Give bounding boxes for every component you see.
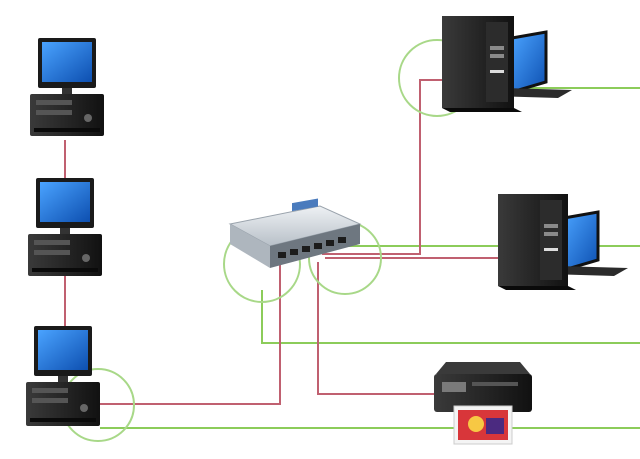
- printer-icon: [434, 362, 532, 445]
- desktop-computer-1: [30, 38, 104, 136]
- cable-desktop-3-switch: [98, 258, 281, 405]
- cable-switch-printer: [317, 262, 440, 395]
- power-line-switch: [261, 290, 640, 344]
- network-switch-icon: [228, 198, 362, 268]
- tower-workstation-1: [442, 16, 572, 112]
- switch-ports: [278, 237, 346, 258]
- tower-computer-icon: [498, 194, 628, 290]
- desktop-computer-2: [28, 178, 102, 276]
- inkjet-printer: [434, 362, 532, 445]
- desktop-computer-icon: [26, 326, 100, 426]
- cable-switch-tower-2: [325, 257, 506, 266]
- desktop-computer-icon: [30, 38, 104, 136]
- network-switch: [228, 198, 362, 268]
- tower-workstation-2: [498, 194, 628, 290]
- cable-switch-tower-1: [322, 79, 462, 255]
- desktop-computer-3: [26, 326, 100, 426]
- desktop-computer-icon: [28, 178, 102, 276]
- tower-computer-icon: [442, 16, 572, 112]
